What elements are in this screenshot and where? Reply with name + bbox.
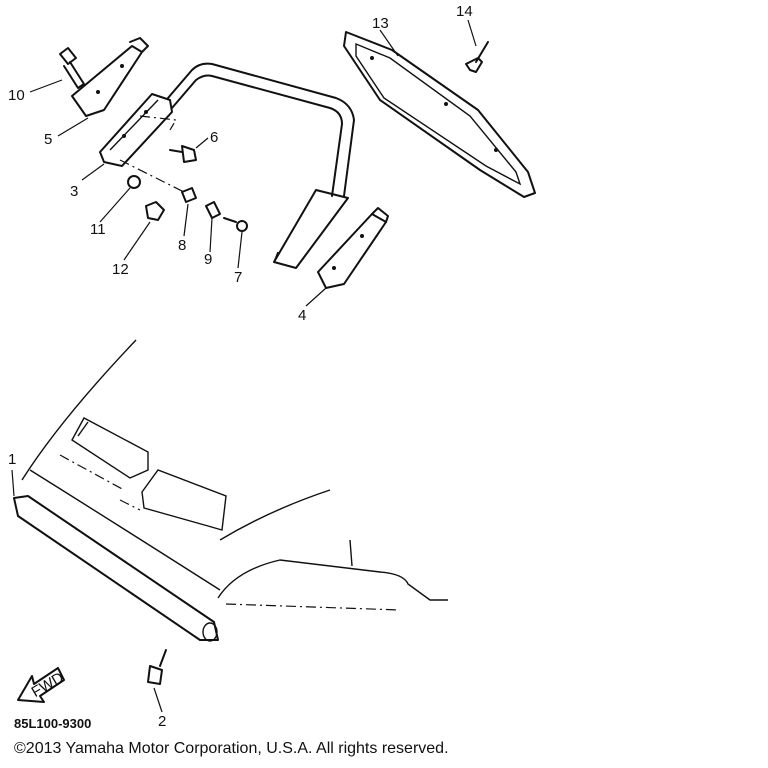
callout-6: 6 — [210, 129, 218, 146]
clip-part-9 — [205, 201, 221, 219]
copyright-notice: ©2013 Yamaha Motor Corporation, U.S.A. A… — [14, 740, 449, 757]
callout-11: 11 — [90, 221, 106, 238]
screw-part-7 — [223, 217, 248, 232]
callout-8: 8 — [178, 237, 186, 254]
bracket-part-4 — [317, 207, 389, 289]
callout-1: 1 — [8, 451, 16, 468]
grab-bar — [167, 62, 355, 269]
bracket-part-3 — [99, 93, 185, 193]
callout-9: 9 — [204, 251, 212, 268]
screw-part-14 — [465, 41, 489, 73]
callout-13: 13 — [372, 15, 389, 32]
callout-14: 14 — [456, 3, 473, 20]
washer-part-8 — [181, 187, 197, 203]
plug-part-10 — [59, 47, 85, 89]
windshield-frame-part-13 — [343, 31, 536, 198]
hood — [21, 339, 448, 611]
bolt-part-6 — [169, 145, 197, 163]
callout-10: 10 — [8, 87, 25, 104]
callout-12: 12 — [112, 261, 129, 278]
callout-7: 7 — [234, 269, 242, 286]
bumper-strip-part-1 — [13, 495, 219, 642]
diagram-code: 85L100-9300 — [14, 716, 92, 731]
callout-5: 5 — [44, 131, 52, 148]
bolt-part-2 — [147, 649, 167, 685]
callout-3: 3 — [70, 183, 78, 200]
bracket-part-5 — [71, 37, 149, 117]
nut-part-12 — [145, 201, 165, 221]
forward-direction-arrow-icon: FWD — [17, 667, 67, 703]
callout-4: 4 — [298, 307, 306, 324]
leader-lines — [11, 19, 477, 713]
washer-part-11 — [127, 175, 141, 189]
callout-2: 2 — [158, 713, 166, 730]
callout-labels: 13 14 10 5 3 6 11 12 8 9 7 4 1 2 — [8, 3, 473, 730]
